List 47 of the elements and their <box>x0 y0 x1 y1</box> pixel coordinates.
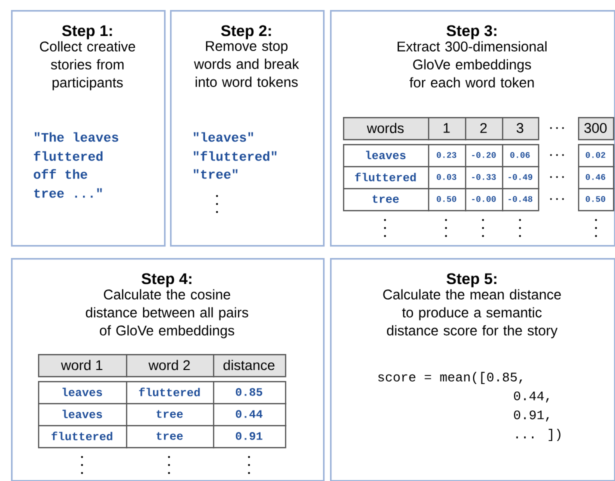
table-cell: -0.00 <box>465 188 504 212</box>
step-description: Collect creative stories from participants <box>40 41 136 90</box>
table-cell: 3 <box>502 117 540 140</box>
step-heading: Step 3: <box>446 25 496 40</box>
table-cell: word 2 <box>126 354 214 378</box>
table-cell: -0.20 <box>465 144 504 168</box>
code-text: fluttered <box>34 151 103 161</box>
step-description: Calculate the mean distance to produce a semantic distance score for the story <box>383 289 561 338</box>
step-heading: Step 2: <box>221 25 271 40</box>
code-text: "The leaves <box>34 132 118 142</box>
table-cell: 0.50 <box>428 188 466 212</box>
table-cell: 0.44 <box>213 402 286 426</box>
table-cell: 0.85 <box>213 380 286 404</box>
table-cell: 300 <box>578 117 614 140</box>
step-description: Remove stop words and break into word tokens <box>194 41 300 87</box>
table-cell: 0.23 <box>428 144 466 168</box>
table-cell: 0.46 <box>578 166 614 190</box>
code-text: 0.91, <box>514 410 549 422</box>
step-heading: Step 5: <box>446 273 496 288</box>
code-text: off the <box>34 169 88 179</box>
code-text: score = mean([0.85, <box>378 372 522 384</box>
table-cell: tree <box>126 424 214 448</box>
table-cell: -0.48 <box>502 188 540 212</box>
code-text: 0.44, <box>514 391 549 402</box>
table-cell: 0.03 <box>428 166 466 190</box>
table-cell: fluttered <box>38 424 128 448</box>
table-cell: -0.49 <box>502 166 540 190</box>
code-text: "leaves" <box>194 132 254 142</box>
code-text: "tree" <box>194 169 238 179</box>
table-cell: 0.06 <box>502 144 540 168</box>
table-cell: 0.91 <box>213 424 286 448</box>
table-cell: 0.02 <box>578 144 614 168</box>
step-description: Calculate the cosine distance between all pairs of GloVe embeddings <box>86 289 248 338</box>
code-text: "fluttered" <box>194 151 276 161</box>
table-cell: 0.50 <box>578 188 614 212</box>
code-text: tree ..." <box>34 188 102 198</box>
step-heading: Step 1: <box>62 25 112 40</box>
table-cell: word 1 <box>38 354 128 378</box>
table-cell: 1 <box>428 117 466 140</box>
table-cell: 2 <box>465 117 504 140</box>
table-cell: fluttered <box>126 380 214 404</box>
step-heading: Step 4: <box>142 273 192 288</box>
table-cell: distance <box>213 354 286 378</box>
code-text: ... ]) <box>516 428 560 442</box>
table-cell: leaves <box>38 380 128 404</box>
step-description: Extract 300-dimensional GloVe embeddings for each word token <box>398 41 547 88</box>
table-cell: -0.33 <box>465 166 504 190</box>
